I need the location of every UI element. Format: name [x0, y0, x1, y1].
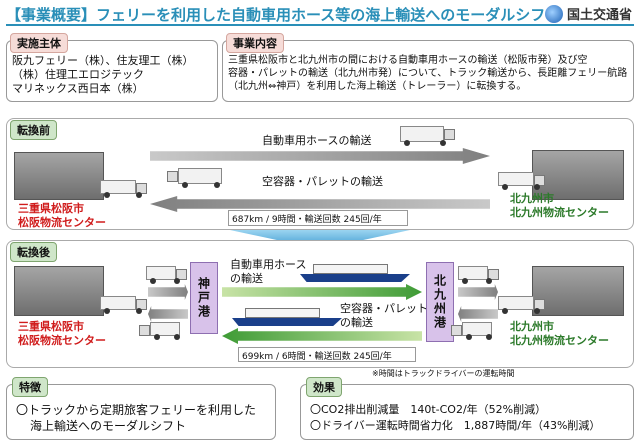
after-note: ※時間はトラックドライバーの運転時間 — [372, 369, 515, 378]
after-road-arrow-from-kobe — [148, 306, 188, 322]
route1-line: 自動車用ホース — [230, 258, 307, 271]
port-kobe: 神戸港 — [190, 262, 218, 334]
after-route2-label: 空容器・パレット の輸送 — [340, 302, 428, 330]
after-road-arrow-to-dest — [458, 284, 498, 300]
after-tag: 転換後 — [10, 242, 57, 262]
operator-list: 阪九フェリー（株）、住友理工（株） （株）住理工エロジテック マリネックス西日本… — [12, 54, 194, 96]
ship-return — [232, 304, 342, 326]
route2-line: 空容器・パレット — [340, 302, 428, 315]
features-text: 〇トラックから定期旅客フェリーを利用した 海上輸送へのモーダルシフト — [16, 402, 256, 434]
features-line: 〇トラックから定期旅客フェリーを利用した — [16, 403, 257, 417]
origin-city: 三重県松阪市 — [18, 202, 84, 215]
after-road-arrow-from-dest — [458, 306, 498, 322]
route2-line: の輸送 — [340, 316, 373, 329]
business-box — [222, 40, 634, 102]
before-route2-label: 空容器・パレットの輸送 — [262, 175, 383, 188]
dest-warehouse — [532, 150, 624, 200]
before-origin-label: 三重県松阪市 松阪物流センター — [18, 202, 106, 230]
before-stats-box — [228, 210, 408, 226]
origin-center: 松阪物流センター — [18, 216, 106, 229]
effects-text: 〇CO2排出削減量 140t-CO2/年（52%削減） 〇ドライバー運転時間省力… — [310, 402, 600, 434]
ship-outbound — [300, 260, 410, 282]
dest-center: 北九州物流センター — [510, 206, 609, 219]
business-line: 三重県松阪市と北九州市の間における自動車用ホースの輸送（松阪市発）及び空 — [228, 55, 588, 66]
dest-city: 北九州市 — [510, 320, 554, 333]
operator-line: （株）住理工エロジテック — [12, 68, 144, 81]
features-box — [6, 384, 276, 440]
after-origin-label: 三重県松阪市 松阪物流センター — [18, 320, 106, 348]
ministry-logo: 国土交通省 — [544, 4, 632, 23]
ministry-name: 国土交通省 — [566, 8, 632, 23]
route1-line: の輸送 — [230, 272, 263, 285]
after-sea-arrow-out — [222, 284, 422, 300]
title-divider — [6, 24, 634, 26]
origin-warehouse — [14, 152, 104, 200]
after-sea-arrow-back — [222, 328, 422, 344]
effects-tag: 効果 — [306, 377, 342, 397]
before-stats: 687km / 9時間・輸送回数 245回/年 — [232, 215, 382, 225]
after-stats-box — [238, 347, 416, 362]
after-dest-warehouse — [532, 266, 624, 316]
after-road-arrow-to-kobe — [148, 284, 188, 300]
dest-center: 北九州物流センター — [510, 334, 609, 347]
origin-center: 松阪物流センター — [18, 334, 106, 347]
before-route1-label: 自動車用ホースの輸送 — [262, 134, 372, 147]
port-kitakyushu: 北九州港 — [426, 262, 454, 342]
business-line: 容器・パレットの輸送（北九州市発）について、トラック輸送から、長距離フェリー航路 — [228, 68, 628, 79]
features-line: 海上輸送へのモーダルシフト — [30, 419, 187, 433]
dest-city: 北九州市 — [510, 192, 554, 205]
features-tag: 特徴 — [12, 377, 48, 397]
before-return-arrow — [150, 196, 490, 212]
effects-line: 〇CO2排出削減量 140t-CO2/年（52%削減） — [310, 403, 547, 416]
operator-line: マリネックス西日本（株） — [12, 82, 144, 95]
after-origin-warehouse — [14, 266, 104, 316]
operator-tag: 実施主体 — [10, 33, 68, 53]
after-stats: 699km / 6時間・輸送回数 245回/年 — [242, 352, 392, 362]
business-line: （北九州⇔神戸）を利用した海上輸送（トレーラー）に転換する。 — [228, 81, 527, 92]
before-dest-label: 北九州市 北九州物流センター — [510, 192, 609, 220]
effects-box — [300, 384, 634, 440]
before-outbound-arrow — [150, 148, 490, 164]
effects-line: 〇ドライバー運転時間省力化 1,887時間/年（43%削減） — [310, 419, 601, 432]
origin-city: 三重県松阪市 — [18, 320, 84, 333]
operator-line: 阪九フェリー（株）、住友理工（株） — [12, 54, 194, 67]
before-tag: 転換前 — [10, 120, 57, 140]
after-route1-label: 自動車用ホース の輸送 — [230, 258, 306, 286]
business-tag: 事業内容 — [226, 33, 284, 53]
after-dest-label: 北九州市 北九州物流センター — [510, 320, 609, 348]
page-title: 【事業概要】フェリーを利用した自動車用ホース等の海上輸送へのモーダルシフト — [6, 6, 561, 24]
ministry-emblem-icon — [544, 4, 563, 23]
business-text: 三重県松阪市と北九州市の間における自動車用ホースの輸送（松阪市発）及び空 容器・… — [228, 54, 627, 93]
